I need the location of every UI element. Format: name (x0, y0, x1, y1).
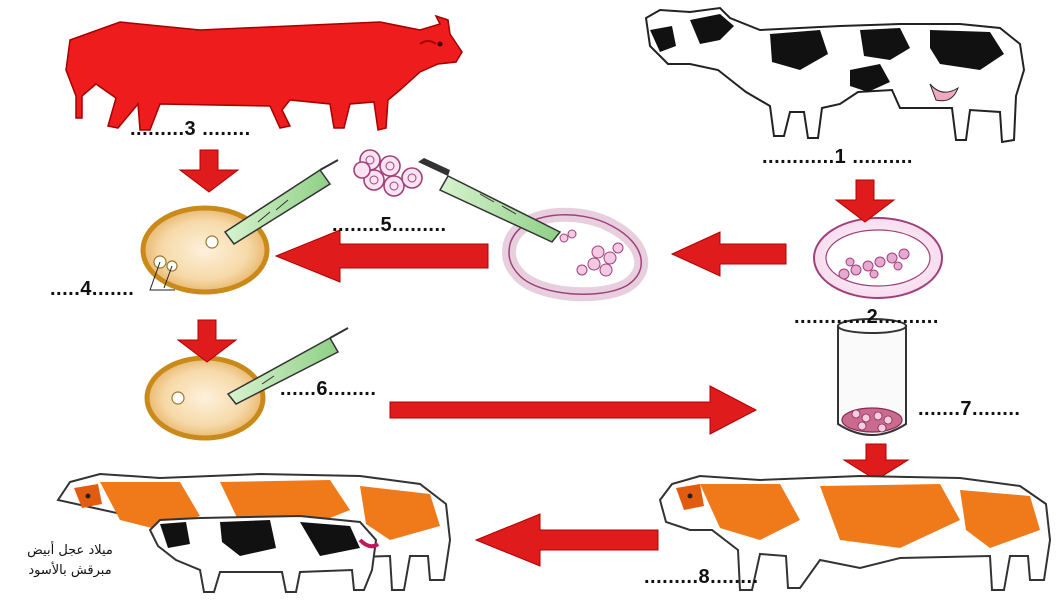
label-3: .........3 ........ (130, 118, 251, 141)
label-4: .....4....... (50, 278, 134, 301)
culture-test-tube (838, 319, 906, 435)
label-5: ........5......... (332, 214, 447, 237)
label-2: ............2.......... (794, 306, 939, 329)
label-6: ......6........ (280, 378, 376, 401)
label-7: .......7........ (918, 398, 1020, 421)
label-1: ............1 .......... (762, 146, 913, 169)
caption-line-1: ميلاد عجل أبيض (6, 541, 134, 561)
cloned-calf-illustration (150, 516, 378, 592)
free-cells-cluster (354, 150, 422, 196)
arrow-down-egg (178, 320, 236, 362)
arrow-down-holstein (836, 180, 894, 222)
arrow-down-red-cow (180, 150, 238, 192)
caption-line-2: مبرقش بالأسود (6, 561, 134, 581)
label-8: .........8........ (644, 566, 759, 589)
arrow-left-to-egg (276, 230, 488, 282)
arrow-right-to-tube (390, 386, 756, 434)
pipette-enucleation (225, 160, 338, 244)
holstein-cow-illustration (646, 8, 1024, 142)
calf-birth-caption: ميلاد عجل أبيض مبرقش بالأسود (6, 541, 134, 581)
arrow-down-tube (844, 444, 908, 480)
red-cow-illustration (66, 16, 462, 130)
arrow-left-to-chain (672, 232, 786, 276)
arrow-left-to-calf (476, 514, 658, 566)
ovary-cell-follicle (814, 218, 942, 298)
